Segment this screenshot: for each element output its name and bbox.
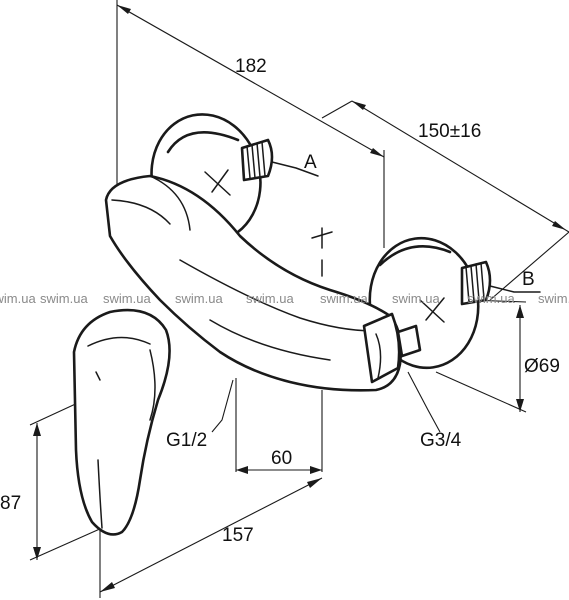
dim-60-label: 60 bbox=[271, 448, 292, 469]
watermark-text: swim.ua bbox=[538, 291, 569, 306]
lever-handle bbox=[72, 308, 171, 536]
dim-157-label: 157 bbox=[222, 525, 254, 546]
center-axis-mark bbox=[311, 227, 333, 277]
mixer-body bbox=[104, 174, 422, 392]
connector-a-label: A bbox=[304, 152, 317, 173]
dimension-lines bbox=[29, 0, 569, 598]
watermark-text: swim.ua bbox=[0, 291, 36, 306]
dimension-labels: 182 150±16 A B Ø69 G1/2 G3/4 60 157 87 bbox=[0, 56, 560, 546]
dim-182-label: 182 bbox=[235, 56, 267, 77]
diameter-label: Ø69 bbox=[524, 356, 560, 377]
thread-leaders bbox=[211, 371, 441, 433]
thread-g34-label: G3/4 bbox=[420, 430, 462, 451]
watermark-row: swim.ua swim.ua swim.ua swim.ua swim.ua … bbox=[0, 291, 569, 306]
watermark-text: swim.ua bbox=[392, 291, 440, 306]
connector-b-label: B bbox=[522, 269, 535, 290]
watermark-text: swim.ua bbox=[40, 291, 88, 306]
dim-150-label: 150±16 bbox=[418, 121, 481, 142]
thread-g12-label: G1/2 bbox=[166, 430, 207, 451]
watermark-text: swim.ua bbox=[103, 291, 151, 306]
watermark-text: swim.ua bbox=[467, 291, 515, 306]
dim-87-label: 87 bbox=[0, 493, 21, 514]
watermark-text: swim.ua bbox=[320, 291, 368, 306]
watermark-text: swim.ua bbox=[246, 291, 294, 306]
watermark-text: swim.ua bbox=[175, 291, 223, 306]
